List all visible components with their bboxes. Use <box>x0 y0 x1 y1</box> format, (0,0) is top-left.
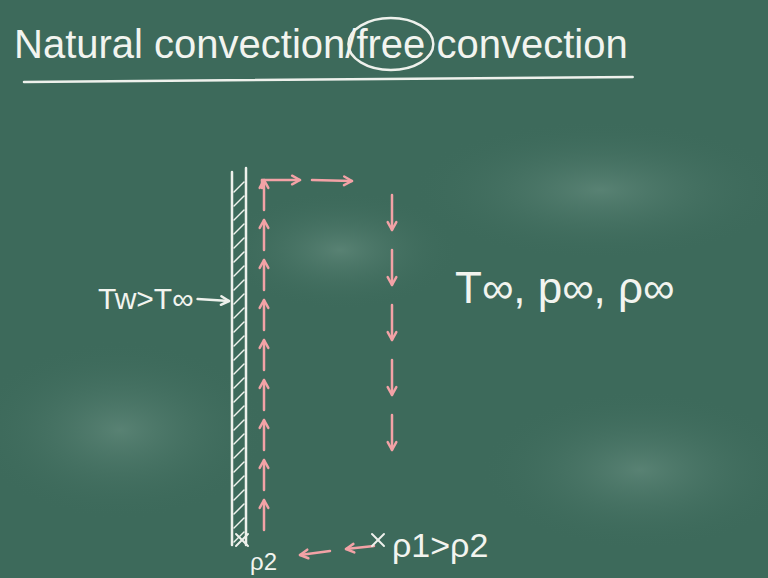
temperature-condition: Tw>T∞ <box>98 284 194 314</box>
chalk-smudge <box>0 340 270 520</box>
wall-hatch <box>234 490 244 500</box>
wall-hatch <box>234 378 244 388</box>
flow-arrow <box>263 460 266 490</box>
flow-arrow <box>262 179 300 182</box>
title-underline <box>24 77 633 82</box>
flow-arrow-head <box>344 176 352 185</box>
wall-hatch <box>234 364 244 374</box>
flow-arrow <box>312 180 352 181</box>
flow-arrow <box>391 305 394 340</box>
wall-hatch <box>234 280 244 290</box>
flow-arrow-head <box>260 420 269 428</box>
flow-arrow <box>391 415 394 450</box>
wall-hatch <box>234 210 244 220</box>
leader-arrow-head <box>221 296 229 305</box>
wall-line <box>231 172 234 545</box>
flow-arrow-head <box>346 544 354 553</box>
flow-arrow-head <box>388 332 397 340</box>
wall-hatch <box>234 182 244 192</box>
wall-hatch <box>234 322 244 332</box>
point-mark <box>372 534 384 546</box>
wall-hatch <box>234 476 244 486</box>
flow-arrow-head <box>260 500 269 508</box>
flow-arrow <box>391 250 394 285</box>
flow-arrow <box>391 360 394 395</box>
flow-arrow-head <box>260 460 269 468</box>
density-comparison: ρ1>ρ2 <box>392 528 488 562</box>
density-label: ρ2 <box>250 550 277 574</box>
ambient-properties: T∞, p∞, ρ∞ <box>455 266 674 310</box>
flow-arrow-head <box>260 260 269 268</box>
flow-arrow-head <box>388 442 397 450</box>
flow-arrow-head <box>292 176 300 185</box>
wall-hatch <box>234 406 244 416</box>
flow-arrow-head <box>260 220 269 228</box>
chalk-smudge <box>410 120 768 260</box>
point-mark <box>236 534 248 546</box>
flow-arrow-head <box>300 550 308 559</box>
wall-hatch <box>234 294 244 304</box>
flow-arrow <box>263 300 266 330</box>
flow-arrow <box>263 500 266 530</box>
point-mark <box>372 534 384 546</box>
wall-hatch <box>234 266 244 276</box>
flow-arrow <box>263 380 266 410</box>
wall-hatch <box>234 336 244 346</box>
wall-hatch <box>234 252 244 262</box>
wall-hatch <box>234 350 244 360</box>
flow-arrow <box>263 180 266 210</box>
wall-hatch <box>234 462 244 472</box>
wall-hatch <box>234 504 244 514</box>
flow-arrow-head <box>260 340 269 348</box>
flow-arrow-head <box>260 380 269 388</box>
wall-hatch <box>234 448 244 458</box>
chalk-smudge <box>220 190 460 310</box>
flow-arrow-head <box>260 300 269 308</box>
flow-arrow <box>263 340 266 370</box>
point-mark <box>236 534 248 546</box>
wall-hatch <box>234 518 244 528</box>
flow-arrow-head <box>388 387 397 395</box>
chalk-smudge <box>480 390 768 550</box>
wall-hatch <box>234 196 244 206</box>
flow-arrow <box>263 260 266 290</box>
wall-hatch <box>234 420 244 430</box>
wall-hatch <box>234 308 244 318</box>
board-title: Natural convection/free convection <box>14 24 628 64</box>
flow-arrow <box>391 195 394 230</box>
flow-arrow <box>263 220 266 250</box>
wall-line <box>245 168 248 545</box>
wall-hatch <box>234 224 244 234</box>
wall-hatch <box>234 392 244 402</box>
wall-hatch <box>234 238 244 248</box>
wall-hatch <box>234 434 244 444</box>
flow-arrow-head <box>388 222 397 230</box>
flow-arrow <box>263 420 266 450</box>
flow-arrow-head <box>388 277 397 285</box>
